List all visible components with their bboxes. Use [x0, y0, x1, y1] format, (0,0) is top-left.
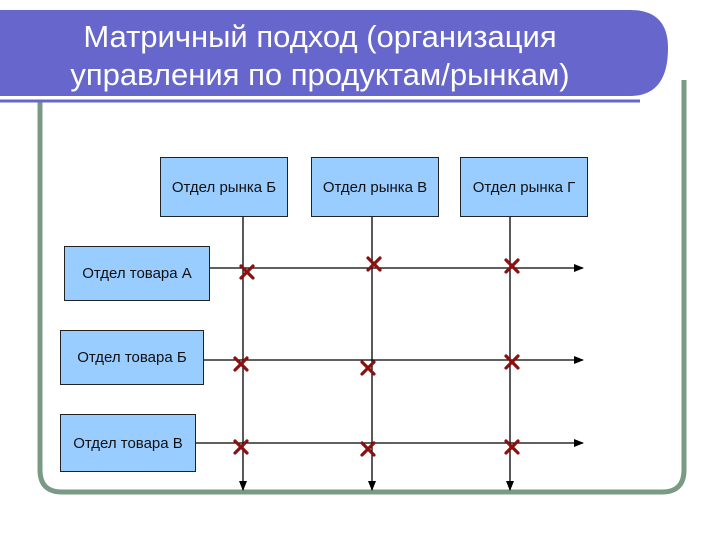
intersection-cross-icon — [239, 264, 255, 280]
intersection-cross-icon — [233, 356, 249, 372]
product-box-v: Отдел товара В — [60, 414, 196, 472]
intersection-cross-icon — [504, 439, 520, 455]
frame-outline — [37, 80, 687, 495]
intersection-cross-icon — [504, 258, 520, 274]
intersection-cross-icon — [504, 354, 520, 370]
market-box-g-label: Отдел рынка Г — [472, 178, 576, 196]
market-box-v: Отдел рынка В — [311, 157, 439, 217]
intersection-cross-icon — [233, 439, 249, 455]
title-line-1: Матричный подход (организация — [83, 19, 557, 54]
product-box-b: Отдел товара Б — [60, 330, 204, 385]
market-box-b: Отдел рынка Б — [160, 157, 288, 217]
market-box-v-label: Отдел рынка В — [322, 178, 428, 196]
intersection-cross-icon — [366, 256, 382, 272]
product-box-a-label: Отдел товара А — [82, 265, 192, 282]
intersection-cross-icon — [360, 441, 376, 457]
page-title: Матричный подход (организация управления… — [0, 18, 640, 94]
product-box-a: Отдел товара А — [64, 246, 210, 301]
market-box-b-label: Отдел рынка Б — [171, 178, 277, 196]
title-line-2: управления по продуктам/рынкам) — [70, 57, 570, 92]
title-banner — [0, 10, 668, 96]
product-box-v-label: Отдел товара В — [73, 434, 183, 452]
market-box-g: Отдел рынка Г — [460, 157, 588, 217]
product-box-b-label: Отдел товара Б — [77, 349, 187, 366]
intersection-cross-icon — [360, 360, 376, 376]
